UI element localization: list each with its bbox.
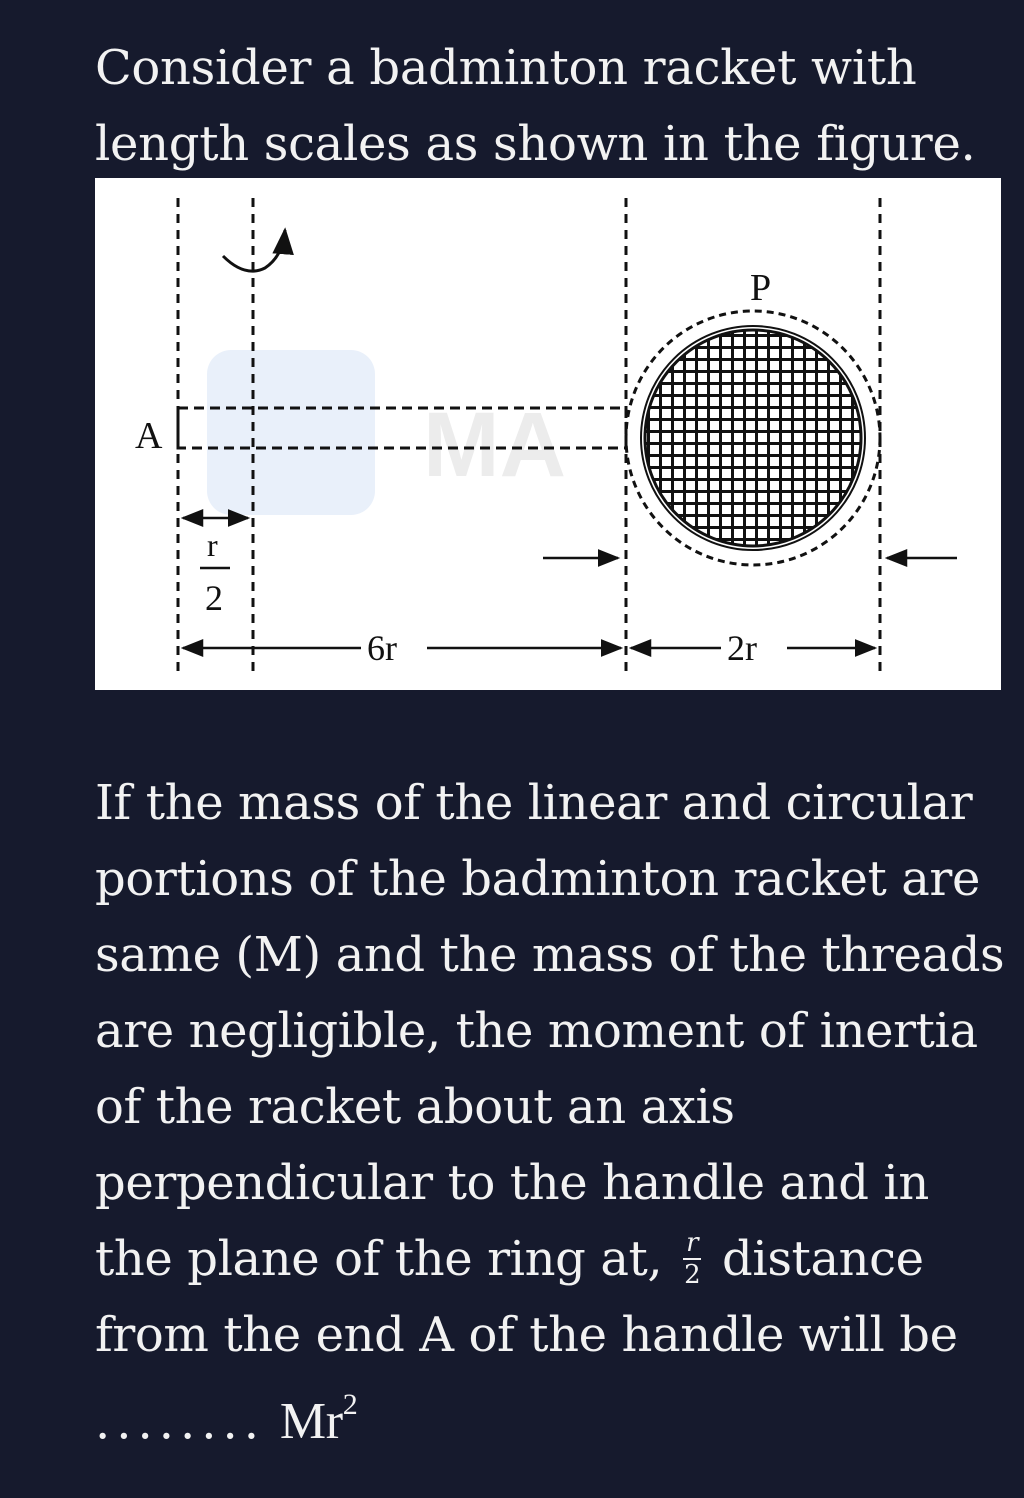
watermark-shape [207,350,375,515]
intro-text: Consider a badminton racket with length … [95,40,976,172]
racket-strings [643,328,863,548]
answer-blank: ........ [95,1394,266,1451]
dim-r-half-den: 2 [205,578,223,618]
label-p: P [750,267,771,309]
racket-ring [624,309,882,567]
unit-base: Mr [279,1393,343,1451]
fraction-denominator: 2 [684,1259,701,1290]
racket-figure: MA A P r 2 6r 2r [95,178,1001,690]
dim-2r-label: 2r [727,628,757,668]
ring-inner-edge [640,325,866,551]
question-part1: If the mass of the linear and circular p… [95,775,1005,1287]
question-text: If the mass of the linear and circular p… [95,765,1005,1460]
dim-6r-label: 6r [367,628,397,668]
watermark-text: MA [423,394,566,496]
unit-exponent: 2 [342,1388,358,1421]
racket-diagram: MA A P r 2 6r 2r [135,198,957,676]
label-a: A [135,415,163,457]
rotation-arrow [221,227,294,273]
dim-r-half-num: r [207,527,218,563]
answer-unit: Mr2 [279,1388,358,1451]
question-part2: distance from the end A of the handle wi… [95,1231,958,1363]
fraction-numerator: r [683,1230,702,1260]
